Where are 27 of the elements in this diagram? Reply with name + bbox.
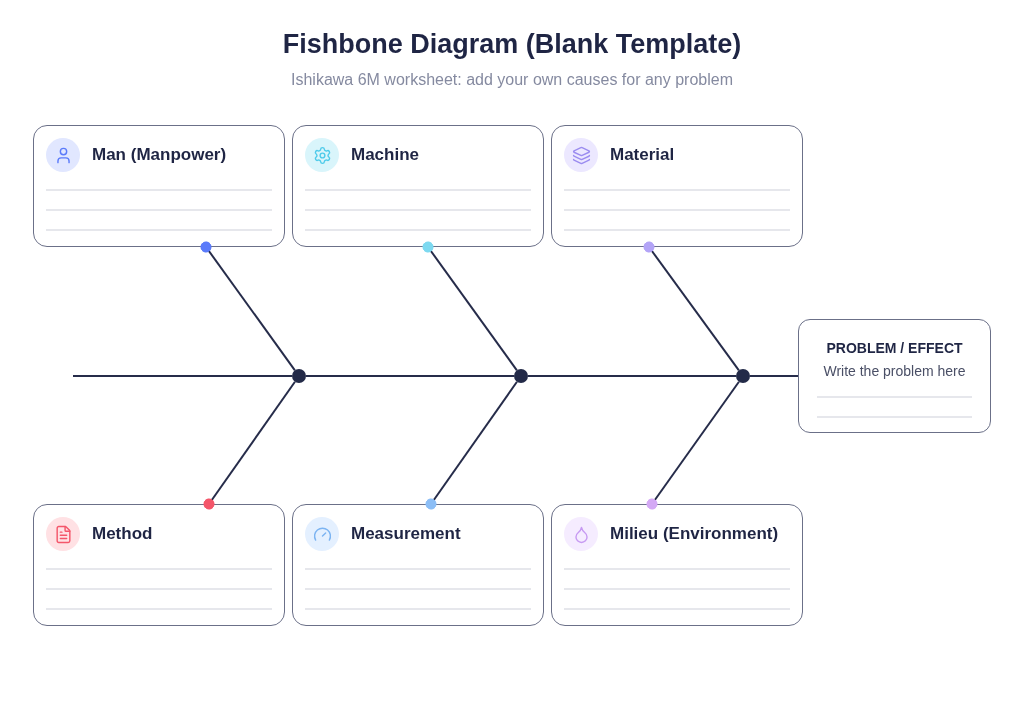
cause-box [551, 504, 803, 626]
spine-line [527, 375, 737, 377]
effect-box [798, 319, 991, 433]
bone-line [643, 241, 740, 372]
category-title: Man (Manpower) [92, 144, 227, 166]
title: Fishbone Diagram (Blank Template) [282, 28, 742, 61]
bone-line [200, 241, 296, 372]
category-title: Material [610, 144, 675, 166]
category-title: Measurement [351, 523, 461, 545]
spine-line [749, 375, 799, 377]
cause-box [33, 125, 285, 247]
bone-line [646, 380, 740, 510]
category-title: Method [92, 523, 153, 545]
category-title: Machine [351, 144, 420, 166]
cause-box [33, 504, 285, 626]
bone-line [422, 241, 518, 372]
category-title: Milieu (Environment) [610, 523, 779, 545]
spine-line [305, 375, 515, 377]
bone-line [203, 380, 296, 510]
cause-box [292, 504, 544, 626]
effect-heading: PROBLEM / EFFECT [825, 339, 964, 357]
subtitle: Ishikawa 6M worksheet: add your own causes for any problem [291, 70, 733, 90]
cause-box [292, 125, 544, 247]
effect-prompt: Write the problem here [822, 362, 967, 380]
bone-line [425, 380, 518, 510]
spine-line [72, 375, 293, 377]
cause-box [551, 125, 803, 247]
